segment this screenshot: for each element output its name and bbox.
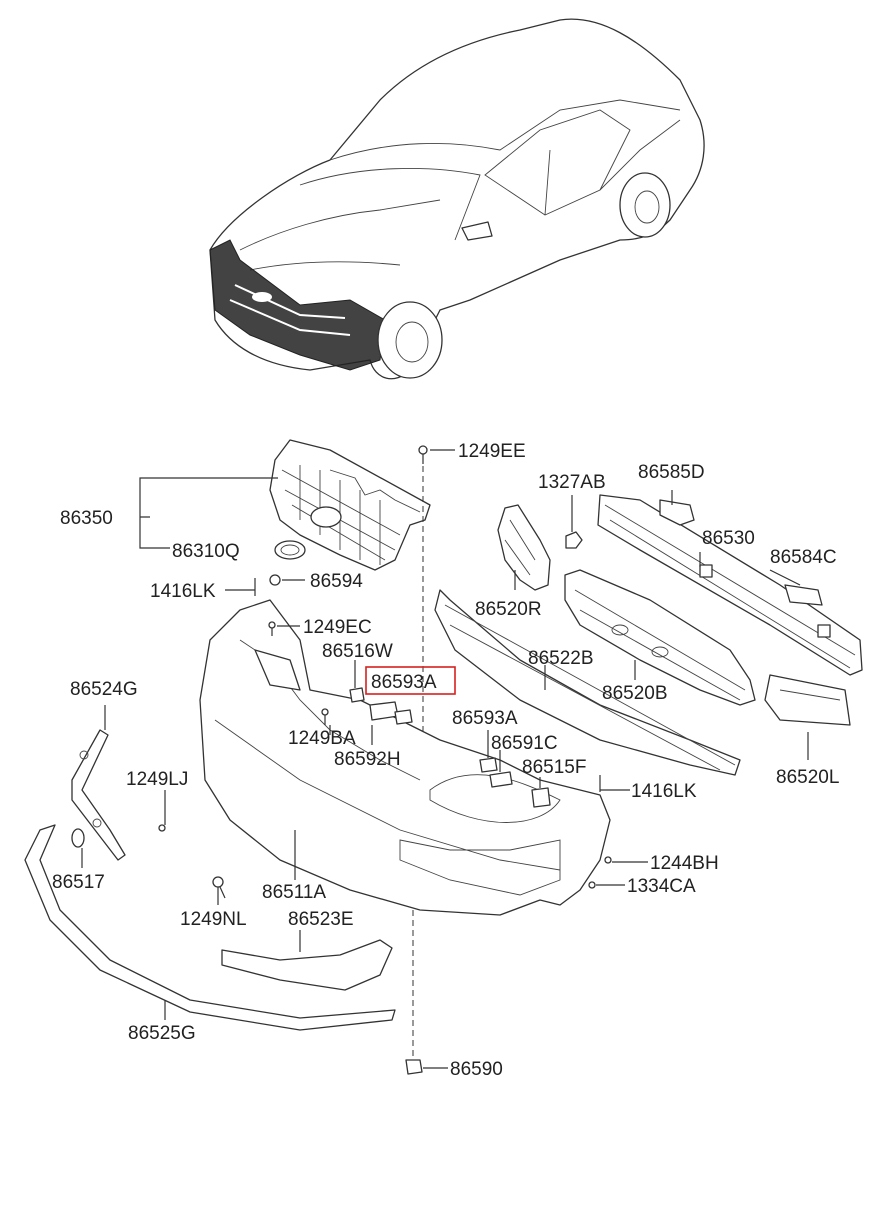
- label-1249BA[interactable]: 1249BA: [288, 728, 356, 749]
- label-86350[interactable]: 86350: [60, 508, 113, 529]
- bolt-1249EE[interactable]: [418, 445, 428, 464]
- bolt-1244BH[interactable]: [604, 856, 612, 864]
- label-86525G[interactable]: 86525G: [128, 1023, 196, 1044]
- label-86584C[interactable]: 86584C: [770, 547, 837, 568]
- leader-lines: [81, 449, 809, 1069]
- emblem[interactable]: [274, 540, 306, 560]
- clip-86584C[interactable]: [784, 584, 823, 606]
- label-1416LK-right[interactable]: 1416LK: [631, 781, 697, 802]
- bracket-86592H[interactable]: [369, 701, 399, 721]
- cap-86517[interactable]: [71, 828, 85, 848]
- label-86520B[interactable]: 86520B: [602, 683, 668, 704]
- lip-spoiler[interactable]: [24, 824, 396, 1031]
- label-86524G[interactable]: 86524G: [70, 679, 138, 700]
- bracket-right[interactable]: [497, 504, 551, 591]
- label-1244BH[interactable]: 1244BH: [650, 853, 719, 874]
- label-86517[interactable]: 86517: [52, 872, 105, 893]
- clip-86593A[interactable]: [479, 757, 498, 773]
- bolt-1249LJ[interactable]: [158, 824, 166, 832]
- label-1249EC[interactable]: 1249EC: [303, 617, 372, 638]
- clip-86591C[interactable]: [489, 771, 513, 788]
- label-86511A[interactable]: 86511A: [262, 882, 326, 903]
- clip-86593A-upper[interactable]: [394, 709, 413, 725]
- label-86530[interactable]: 86530: [702, 528, 755, 549]
- screw-86516W[interactable]: [349, 687, 365, 703]
- bolt-1249EC[interactable]: [268, 621, 276, 636]
- label-86522B[interactable]: 86522B: [528, 648, 594, 669]
- label-86594[interactable]: 86594: [310, 571, 363, 592]
- bracket-86515F[interactable]: [531, 787, 551, 808]
- label-1249LJ[interactable]: 1249LJ: [126, 769, 188, 790]
- bolt-1249BA[interactable]: [321, 708, 329, 725]
- bumper-beam[interactable]: [597, 494, 863, 676]
- nut-86590[interactable]: [405, 1059, 423, 1075]
- label-86310Q[interactable]: 86310Q: [172, 541, 240, 562]
- label-86520L[interactable]: 86520L: [776, 767, 839, 788]
- label-1334CA[interactable]: 1334CA: [627, 876, 696, 897]
- label-86592H[interactable]: 86592H: [334, 749, 401, 770]
- lower-molding[interactable]: [221, 939, 393, 991]
- label-86591C[interactable]: 86591C: [491, 733, 558, 754]
- label-86516W[interactable]: 86516W: [322, 641, 393, 662]
- nut-1334CA[interactable]: [588, 881, 596, 889]
- bumper-cover[interactable]: [199, 599, 611, 916]
- label-86515F[interactable]: 86515F: [522, 757, 586, 778]
- car-illustration: [209, 18, 705, 380]
- highlight-box: [365, 666, 456, 695]
- bracket-left[interactable]: [764, 674, 851, 726]
- radiator-grille[interactable]: [269, 439, 431, 571]
- label-1416LK-left[interactable]: 1416LK: [150, 581, 216, 602]
- part-labels: 1249EE 1327AB 86585D 86350 86310Q 86530 …: [52, 441, 839, 1080]
- lower-grille[interactable]: [434, 589, 741, 776]
- label-1249EE[interactable]: 1249EE: [458, 441, 526, 462]
- clip-86585D[interactable]: [659, 499, 695, 526]
- fastener-86594[interactable]: [269, 574, 281, 586]
- label-86593A[interactable]: 86593A: [452, 708, 518, 729]
- label-86520R[interactable]: 86520R: [475, 599, 542, 620]
- label-86593A-highlighted[interactable]: 86593A: [371, 672, 437, 693]
- bolt-1249NL[interactable]: [212, 876, 226, 899]
- label-1327AB[interactable]: 1327AB: [538, 472, 606, 493]
- label-86590[interactable]: 86590: [450, 1059, 503, 1080]
- label-86523E[interactable]: 86523E: [288, 909, 354, 930]
- energy-absorber[interactable]: [564, 569, 756, 706]
- label-1249NL[interactable]: 1249NL: [180, 909, 247, 930]
- label-86585D[interactable]: 86585D: [638, 462, 705, 483]
- side-garnish[interactable]: [71, 729, 126, 861]
- nut-1327AB[interactable]: [565, 531, 583, 549]
